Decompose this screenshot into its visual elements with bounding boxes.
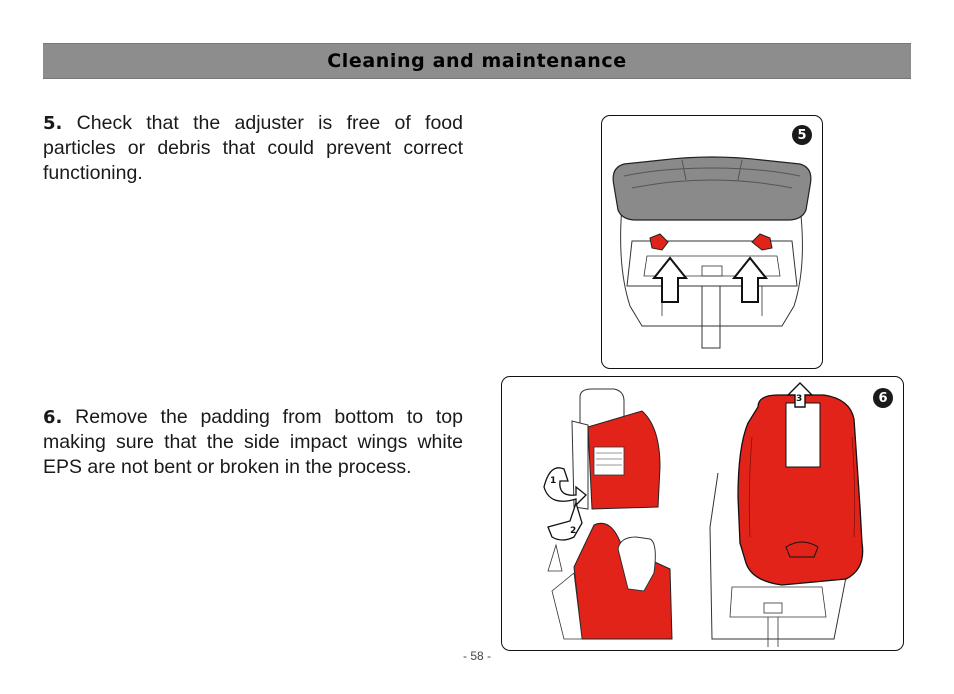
padding-removal-drawing: 1 2 3 — [543, 382, 864, 647]
figure-6-badge: 6 — [873, 388, 893, 408]
step-5-text: Check that the adjuster is free of food … — [43, 112, 463, 184]
section-title: Cleaning and maintenance — [327, 50, 627, 72]
figure-5-illustration: 5 — [601, 115, 823, 369]
callout-2: 2 — [570, 526, 576, 536]
page-number: - 58 - — [462, 649, 491, 663]
step-5-number: 5. — [43, 113, 63, 134]
callout-1: 1 — [550, 476, 556, 486]
figure-5-badge: 5 — [792, 125, 812, 145]
callout-3: 3 — [796, 394, 802, 404]
seat-adjuster-drawing — [612, 156, 812, 349]
step-5-instruction: 5. Check that the adjuster is free of fo… — [43, 111, 463, 186]
step-6-number: 6. — [43, 407, 63, 428]
step-6-instruction: 6. Remove the padding from bottom to top… — [43, 405, 463, 480]
step-6-text: Remove the padding from bottom to top ma… — [43, 406, 463, 478]
section-header-bar: Cleaning and maintenance — [43, 43, 911, 79]
figure-6-illustration: 1 2 3 6 — [501, 376, 904, 651]
